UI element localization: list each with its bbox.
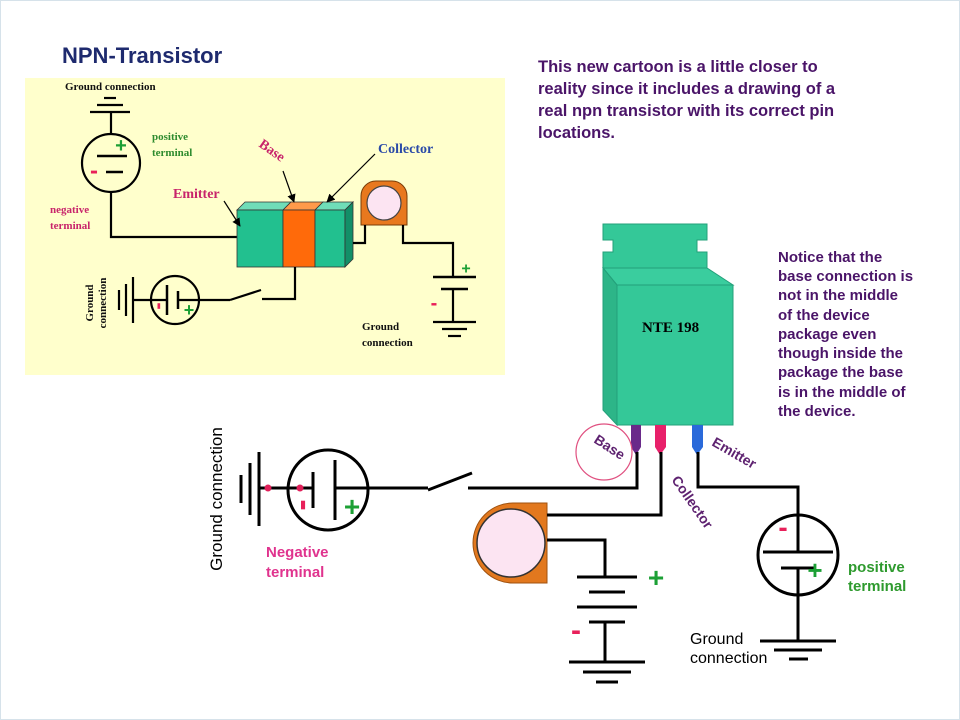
ground-label-bottom-right: connection (690, 650, 767, 667)
ground-label-bottom-right: Ground (690, 631, 743, 648)
transistor-block (236, 201, 354, 268)
intro-line: This new cartoon is a little closer to (538, 58, 818, 76)
base-region (282, 209, 316, 268)
positive-terminal-label: positive (152, 131, 188, 143)
notice-text: Notice that the base connection is not i… (778, 249, 913, 420)
cartoon-panel: Ground connection + - positive terminal … (25, 78, 505, 375)
block-side (344, 201, 354, 268)
minus-sign: - (90, 158, 98, 185)
collector-pin (655, 425, 666, 455)
collector-region (314, 209, 346, 268)
switch-blade (229, 288, 262, 302)
intro-line: real npn transistor with its correct pin (538, 102, 834, 120)
emitter-region-top (236, 201, 292, 211)
negative-terminal-label: Negative (266, 544, 329, 561)
notice-line: Notice that the (778, 249, 882, 266)
notice-line: package the base (778, 364, 903, 381)
minus-sign: - (778, 512, 787, 543)
base-pin (631, 425, 641, 455)
lamp-bulb (476, 508, 546, 578)
ground-label-top: Ground connection (65, 81, 156, 93)
notice-line: not in the middle (778, 287, 898, 304)
notice-line: is in the middle of (778, 384, 907, 401)
plus-sign: + (461, 261, 470, 278)
lamp-bottom (472, 502, 548, 584)
negative-terminal-label: terminal (50, 220, 90, 232)
wire-base (468, 452, 639, 490)
positive-terminal-label: positive (848, 559, 905, 576)
battery-circle (286, 448, 370, 532)
lamp-bulb (366, 185, 402, 221)
ground-symbol-bottom-right (760, 639, 836, 661)
minus-sign: - (286, 499, 324, 510)
wire-lamp-battery (401, 225, 455, 277)
package-front (616, 284, 734, 426)
battery-bottom: + - (571, 562, 664, 647)
lamp-top (360, 180, 408, 226)
mounting-tab (602, 223, 708, 269)
emitter-label: Emitter (173, 187, 220, 202)
package-side (602, 266, 618, 427)
ground-label-bottom-left: Ground connection (207, 427, 226, 571)
negative-terminal-label: terminal (266, 564, 324, 581)
minus-sign: - (571, 614, 581, 647)
base-highlight-circle (575, 423, 633, 481)
positive-terminal-label: terminal (848, 578, 906, 595)
positive-terminal-label: terminal (152, 147, 192, 159)
emitter-region (236, 209, 284, 268)
collector-arrow (326, 153, 376, 203)
notice-line: though inside the (778, 345, 903, 362)
emitter-pin (692, 425, 703, 455)
minus-sign: - (148, 302, 173, 309)
wire-emitter (109, 192, 237, 239)
wire-lamp-battery (547, 538, 607, 577)
page-title: NPN-Transistor (62, 43, 223, 68)
plus-sign: + (184, 300, 195, 320)
intro-line: locations. (538, 124, 615, 142)
notice-line: package even (778, 326, 876, 343)
plus-sign: + (115, 135, 127, 157)
plus-sign: + (344, 491, 360, 522)
battery-top-right: + - (431, 261, 476, 315)
negative-terminal-label: negative (50, 204, 89, 216)
emitter-arrow (223, 200, 241, 227)
junction-dot (264, 484, 272, 492)
part-number: NTE 198 (642, 320, 699, 336)
wire-emitter (696, 452, 800, 552)
switch-blade (427, 471, 473, 492)
junction-dot (296, 484, 304, 492)
device-circuit: Ground connection - + Negative terminal (207, 427, 906, 684)
ground-label-right: Ground (362, 321, 399, 333)
intro-text: This new cartoon is a little closer to r… (538, 58, 836, 142)
notice-line: base connection is (778, 268, 913, 285)
battery-bottom-left: - + (286, 448, 370, 532)
ground-label-right: connection (362, 337, 413, 349)
base-arrow (282, 170, 296, 203)
ground-symbol-right (433, 320, 476, 338)
plus-sign: + (807, 555, 822, 585)
ground-label-left: connection (97, 278, 109, 329)
battery-right: - + (756, 512, 840, 597)
transistor-package (601, 223, 735, 427)
ground-symbol-bottom (569, 660, 645, 684)
intro-line: reality since it includes a drawing of a (538, 80, 836, 98)
notice-line: the device. (778, 403, 856, 420)
notice-line: of the device (778, 307, 870, 324)
collector-label: Collector (378, 142, 433, 157)
wire-collector (353, 225, 367, 245)
wire-collector (547, 452, 663, 517)
ground-label-left: Ground (84, 284, 96, 321)
minus-sign: - (431, 293, 438, 315)
wire-base (262, 267, 297, 301)
plus-sign: + (648, 562, 664, 593)
